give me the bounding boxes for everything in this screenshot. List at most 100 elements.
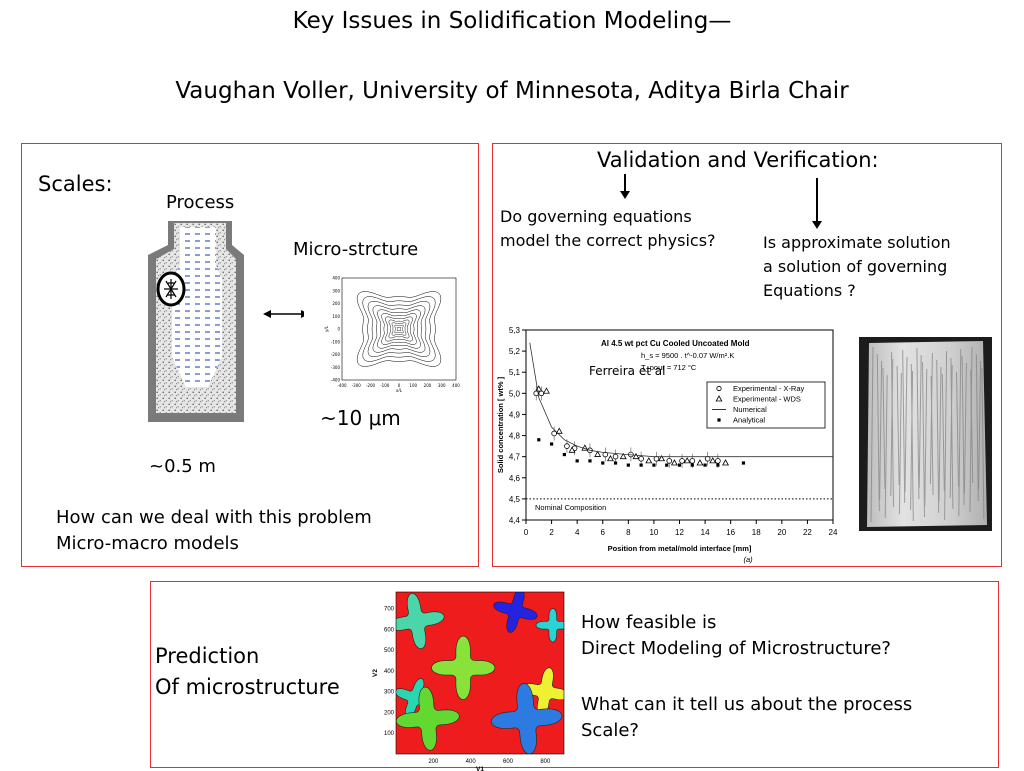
- ingot-grain-streak: [870, 346, 874, 523]
- grain-x-tick: 600: [503, 759, 514, 765]
- ingot-grain-streak: [978, 360, 982, 491]
- casting-mold-illustration: [148, 221, 244, 422]
- x-tick-label: 24: [829, 528, 838, 537]
- ingot-grain-streak: [956, 371, 959, 488]
- y-tick-label: 5,1: [509, 368, 521, 377]
- physics-question-line-2: model the correct physics?: [500, 231, 716, 250]
- ingot-grain-streak: [981, 367, 985, 520]
- ingot-grain-streak: [975, 353, 979, 502]
- feasibility-question-line-1: How feasible is: [581, 612, 717, 633]
- analytical-point: [716, 463, 720, 467]
- ingot-grain-streak: [922, 361, 925, 518]
- grain-shape: [493, 592, 538, 633]
- contour-line: [388, 319, 410, 339]
- ingot-grain-streak: [910, 363, 914, 522]
- legend-marker: [717, 418, 721, 422]
- x-tick-label: 14: [701, 528, 710, 537]
- double-arrow-icon: [263, 310, 309, 318]
- analytical-point: [601, 461, 605, 465]
- x-tick-label: 12: [675, 528, 684, 537]
- annotation-panel-letter: (a): [743, 555, 753, 564]
- contour-line: [356, 291, 442, 367]
- contour-line: [394, 324, 404, 334]
- micro-macro-answer: Micro-macro models: [56, 533, 239, 554]
- y-tick-label: 5,2: [509, 347, 521, 356]
- contour-y-tick: 100: [332, 314, 340, 319]
- contour-x-tick: -300: [352, 383, 362, 388]
- grain-y-label: V2: [372, 669, 379, 677]
- process-scale-question-line-1: What can it tell us about the process: [581, 694, 913, 715]
- grain-y-tick: 400: [384, 669, 395, 675]
- contour-x-tick: 400: [452, 383, 460, 388]
- grain-y-tick: 100: [384, 731, 395, 737]
- y-tick-label: 4,8: [509, 432, 521, 441]
- ingot-grain-streak: [924, 368, 928, 507]
- analytical-point: [677, 463, 682, 467]
- analytical-point: [562, 452, 566, 457]
- solution-question-line-3: Equations ?: [763, 281, 856, 300]
- contour-y-tick: 300: [332, 288, 340, 293]
- wds-point: [619, 452, 627, 460]
- ingot-grain-streak: [904, 356, 908, 493]
- contour-y-label: y/L: [324, 325, 329, 332]
- wds-point: [670, 459, 678, 466]
- x-tick-label: 16: [726, 528, 735, 537]
- contour-y-tick: 0: [337, 327, 340, 332]
- ingot-grain-streak: [896, 365, 900, 486]
- solution-question-line-1: Is approximate solution: [763, 233, 951, 252]
- contour-line: [377, 309, 421, 349]
- wds-point: [722, 459, 730, 466]
- wds-point: [658, 454, 666, 462]
- xray-point: [666, 458, 673, 464]
- x-tick-label: 18: [752, 528, 761, 537]
- ingot-grain-streak: [958, 348, 962, 517]
- contour-x-tick: -100: [380, 383, 390, 388]
- grain-y-tick: 300: [384, 690, 395, 696]
- prediction-label-line-1: Prediction: [155, 644, 260, 668]
- citation-label: Ferreira et al: [589, 364, 665, 378]
- xray-point: [689, 458, 696, 464]
- analytical-point: [741, 461, 746, 465]
- contour-line: [362, 296, 436, 362]
- wds-point: [683, 457, 691, 464]
- feasibility-question-line-2: Direct Modeling of Microstructure?: [581, 638, 891, 659]
- grain-frame: [395, 591, 565, 755]
- contour-line: [391, 322, 407, 336]
- contour-line: [367, 300, 431, 358]
- x-tick-label: 4: [575, 528, 580, 537]
- y-tick-label: 4,5: [509, 495, 521, 504]
- scales-heading: Scales:: [38, 172, 113, 196]
- x-tick-label: 10: [649, 528, 658, 537]
- ingot-grain-streak: [938, 366, 942, 503]
- wds-point: [696, 459, 704, 466]
- ingot-grain-streak: [910, 370, 914, 511]
- contour-line: [385, 316, 413, 342]
- x-tick-label: 2: [549, 528, 554, 537]
- ingot-grain-streak: [944, 350, 948, 521]
- numerical-series-line: [529, 342, 833, 458]
- contour-x-tick: 0: [398, 383, 401, 388]
- xray-point: [612, 453, 619, 460]
- grain-x-label: V1: [476, 766, 484, 771]
- y-tick-label: 5,3: [509, 326, 521, 335]
- analytical-point: [639, 463, 643, 467]
- analytical-point: [690, 463, 694, 467]
- slide-subtitle: Vaughan Voller, University of Minnesota,…: [175, 78, 849, 104]
- contour-line: [381, 313, 417, 345]
- analytical-point: [549, 442, 554, 446]
- y-tick-label: 4,4: [509, 516, 521, 525]
- xray-point: [564, 443, 570, 449]
- ingot-grain-streak: [879, 360, 883, 501]
- chart-title: Al 4.5 wt pct Cu Cooled Uncoated Mold: [601, 339, 750, 348]
- process-scale-question-line-2: Scale?: [581, 720, 639, 741]
- contour-line: [372, 305, 426, 353]
- contour-y-tick: -300: [331, 365, 341, 370]
- analytical-point: [703, 463, 707, 467]
- down-arrow-icon: [620, 174, 630, 199]
- legend-label: Experimental - X-Ray: [733, 384, 805, 393]
- contour-x-tick: 100: [409, 383, 417, 388]
- ingot-grain-streak: [891, 351, 894, 508]
- grain-y-tick: 500: [384, 648, 395, 654]
